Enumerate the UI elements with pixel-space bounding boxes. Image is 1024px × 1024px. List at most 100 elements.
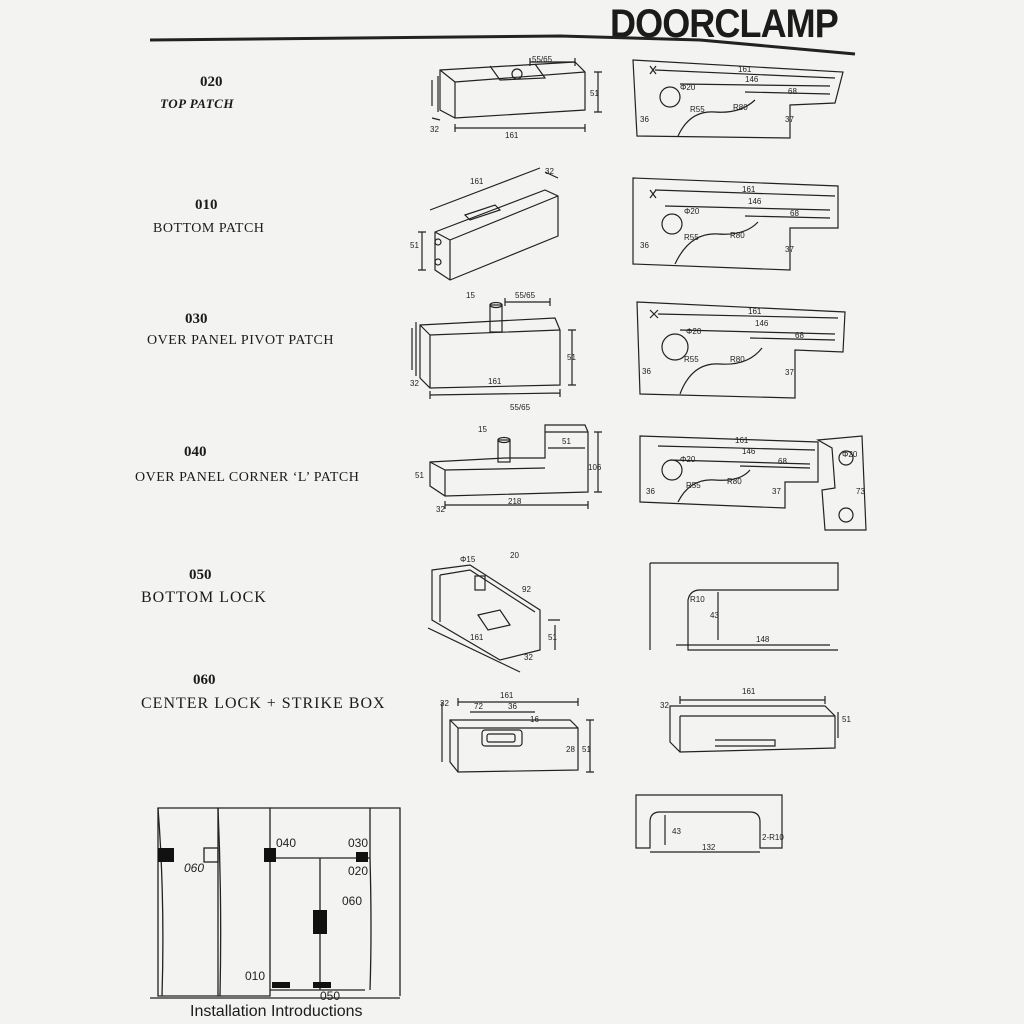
header-rule	[149, 34, 856, 56]
dim-label: Φ20	[680, 455, 696, 464]
product-code: 030	[185, 311, 208, 327]
dim-label: 55/65	[532, 55, 553, 64]
dim-label: 73	[856, 487, 865, 496]
dim-label: 146	[742, 447, 756, 456]
top-patch-drawing	[431, 58, 602, 132]
dim-label: 72	[474, 702, 483, 711]
dim-label: 32	[545, 167, 554, 176]
dim-label: 15	[478, 425, 487, 434]
dim-label: 132	[702, 843, 716, 852]
dim-label: R55	[684, 233, 699, 242]
dim-label: 51	[562, 437, 571, 446]
dim-label: Φ20	[680, 83, 696, 92]
dim-label: 37	[772, 487, 781, 496]
dim-label: 218	[508, 497, 522, 506]
dim-label: 32	[410, 379, 419, 388]
dim-label: R80	[733, 103, 748, 112]
dim-label: 68	[790, 209, 799, 218]
dim-label: Φ15	[460, 555, 476, 564]
strike-box-plan	[635, 794, 783, 853]
dim-label: 161	[738, 65, 752, 74]
dim-label: 20	[510, 551, 519, 560]
corner-l-patch-drawing	[429, 424, 602, 509]
dim-label: 161	[470, 177, 484, 186]
product-name: BOTTOM LOCK	[141, 589, 267, 606]
dim-label: 37	[785, 368, 794, 377]
dim-label: 92	[522, 585, 531, 594]
dim-label: 161	[735, 436, 749, 445]
product-code: 010	[195, 197, 218, 213]
install-label: 050	[320, 989, 340, 1003]
install-label: 020	[348, 864, 368, 878]
dim-label: 51	[410, 241, 419, 250]
dim-label: 15	[466, 291, 475, 300]
product-name: OVER PANEL CORNER ‘L’ PATCH	[135, 470, 360, 485]
install-label: 060	[184, 861, 204, 875]
dim-label: 36	[508, 702, 517, 711]
dim-label: 2-R10	[762, 833, 784, 842]
product-name: TOP PATCH	[160, 96, 234, 111]
dim-label: 148	[756, 635, 770, 644]
install-label: 010	[245, 969, 265, 983]
dim-label: 36	[640, 115, 649, 124]
center-lock-drawing	[441, 698, 594, 773]
dim-label: 32	[440, 699, 449, 708]
dim-label: 36	[642, 367, 651, 376]
top-patch-plan	[632, 59, 844, 139]
product-code: 020	[200, 74, 223, 90]
dim-label: 161	[742, 687, 756, 696]
dim-label: 146	[748, 197, 762, 206]
dim-label: 32	[436, 505, 445, 514]
dim-label: Φ20	[686, 327, 702, 336]
dim-label: R80	[730, 231, 745, 240]
dim-label: 43	[710, 611, 719, 620]
strike-box-drawing	[669, 696, 839, 753]
product-name: CENTER LOCK + STRIKE BOX	[141, 695, 386, 712]
dim-label: 161	[742, 185, 756, 194]
dim-label: 106	[588, 463, 602, 472]
pivot-patch-plan	[636, 301, 846, 399]
dim-label: 68	[795, 331, 804, 340]
dim-label: 51	[842, 715, 851, 724]
install-label: 030	[348, 836, 368, 850]
dim-label: Φ20	[842, 450, 858, 459]
dim-label: 68	[778, 457, 787, 466]
dim-label: 51	[548, 633, 557, 642]
dim-label: 43	[672, 827, 681, 836]
dim-label: R80	[727, 477, 742, 486]
dim-label: 55/65	[510, 403, 531, 412]
pivot-patch-drawing	[411, 298, 576, 399]
dim-label: 32	[524, 653, 533, 662]
dim-label: 37	[785, 245, 794, 254]
bottom-patch-drawing	[418, 167, 559, 281]
bottom-lock-drawing	[427, 564, 560, 673]
dim-label: 51	[582, 745, 591, 754]
dim-label: 51	[415, 471, 424, 480]
dim-label: 161	[500, 691, 514, 700]
dim-label: R55	[690, 105, 705, 114]
dim-label: 16	[530, 715, 539, 724]
corner-l-patch-plan	[639, 435, 867, 531]
installation-caption: Installation Introductions	[190, 1003, 363, 1020]
product-code: 040	[184, 444, 207, 460]
bottom-lock-plan	[649, 562, 839, 651]
dim-label: R55	[684, 355, 699, 364]
dim-label: 68	[788, 87, 797, 96]
dim-label: 51	[567, 353, 576, 362]
install-label: 060	[342, 894, 362, 908]
dim-label: 146	[745, 75, 759, 84]
dim-label: 37	[785, 115, 794, 124]
bottom-patch-plan	[632, 177, 839, 271]
dim-label: R55	[686, 481, 701, 490]
dim-label: R10	[690, 595, 705, 604]
dim-label: 161	[470, 633, 484, 642]
dim-label: 36	[640, 241, 649, 250]
dim-label: 161	[488, 377, 502, 386]
product-code: 060	[193, 672, 216, 688]
dim-label: 51	[590, 89, 599, 98]
install-label: 040	[276, 836, 296, 850]
dim-label: R80	[730, 355, 745, 364]
product-code: 050	[189, 567, 212, 583]
